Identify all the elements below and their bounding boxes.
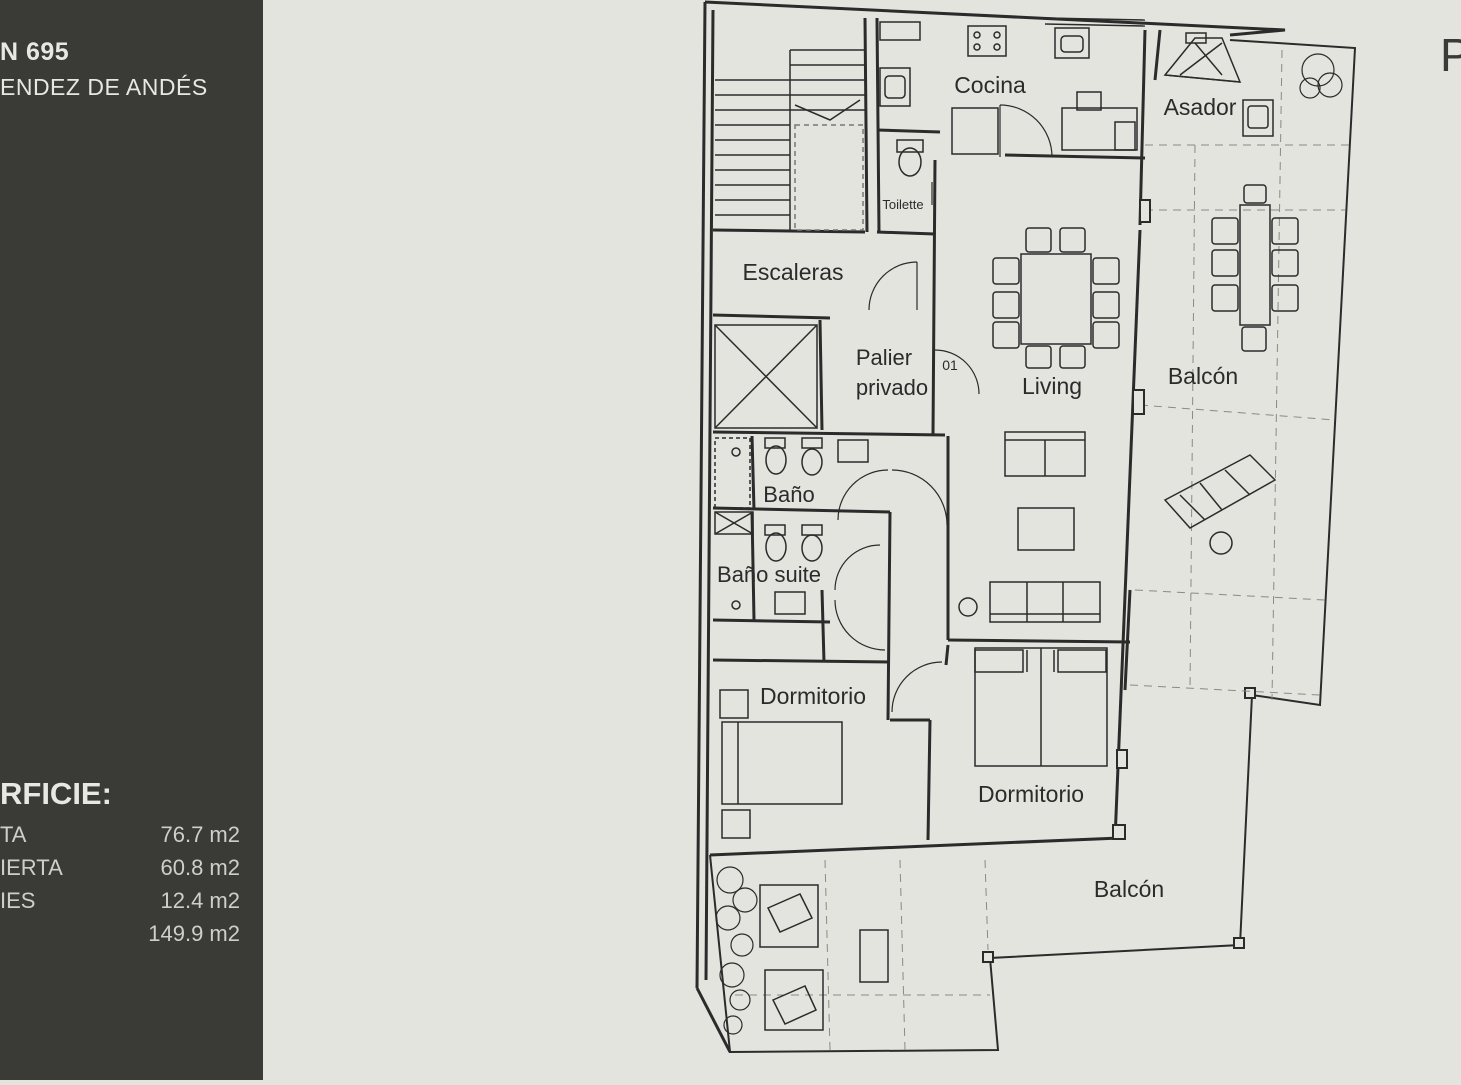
- palier-label-line1: Palier: [856, 345, 912, 370]
- surface-value: 12.4 m2: [160, 888, 241, 913]
- walls: [695, 0, 1286, 1053]
- surface-value: 149.9 m2: [148, 921, 240, 946]
- bano-suite-label: Baño suite: [717, 562, 821, 587]
- planters: [715, 53, 1343, 1035]
- surface-label: TA: [0, 822, 27, 847]
- corner-letter: P: [1440, 29, 1461, 81]
- surface-row: IERTA 60.8 m2: [0, 855, 240, 887]
- stairs-symbol: [715, 49, 865, 231]
- bano-label: Baño: [763, 482, 814, 507]
- balcon-bottom-label: Balcón: [1094, 876, 1164, 902]
- wall-pillars: [1112, 199, 1151, 840]
- address-subtitle: ENDEZ DE ANDÉS: [0, 74, 208, 100]
- toilette-fixtures: [896, 139, 924, 177]
- dining-table: [992, 227, 1120, 369]
- balcony-dining-table: [1211, 184, 1299, 352]
- surface-row: TA 76.7 m2: [0, 822, 240, 854]
- cocina-label: Cocina: [954, 72, 1026, 98]
- surface-value: 76.7 m2: [160, 822, 241, 847]
- balcon-right-label: Balcón: [1168, 363, 1238, 389]
- address-title: N 695: [0, 38, 70, 66]
- surface-label: IERTA: [0, 855, 63, 880]
- info-sidebar: N 695 ENDEZ DE ANDÉS RFICIE: TA 76.7 m2 …: [0, 0, 263, 1080]
- unit-number-label: 01: [942, 357, 958, 373]
- living-label: Living: [1022, 373, 1082, 399]
- floor-plan: Cocina Asador Toilette Escaleras Palier …: [263, 0, 1461, 1080]
- surface-value: 60.8 m2: [160, 855, 241, 880]
- terrace-loungers: [759, 884, 889, 1031]
- balcony-paving-grid: [735, 49, 1350, 1051]
- palier-label-line2: privado: [856, 375, 928, 400]
- escaleras-label: Escaleras: [743, 259, 844, 285]
- bedroom-furniture: [719, 647, 1108, 839]
- living-furniture: [958, 431, 1101, 623]
- surface-label: IES: [0, 888, 36, 913]
- kitchen-fixtures: [879, 17, 1146, 155]
- dormitorio-center-label: Dormitorio: [978, 781, 1084, 807]
- bathroom-fixtures: [714, 437, 869, 615]
- toilette-label: Toilette: [882, 197, 923, 212]
- balcony-loungers: [1163, 454, 1277, 555]
- elevator-symbol: [714, 324, 818, 429]
- asador-label: Asador: [1164, 94, 1237, 120]
- surface-row: 149.9 m2: [0, 921, 240, 953]
- balcony-outline: [709, 39, 1357, 1054]
- surface-title: RFICIE:: [0, 776, 112, 811]
- asador-fixtures: [1163, 32, 1274, 137]
- floor-plan-drawing: Cocina Asador Toilette Escaleras Palier …: [695, 0, 1357, 1054]
- surface-row: IES 12.4 m2: [0, 888, 240, 920]
- dormitorio-left-label: Dormitorio: [760, 683, 866, 709]
- doors: [834, 104, 1053, 713]
